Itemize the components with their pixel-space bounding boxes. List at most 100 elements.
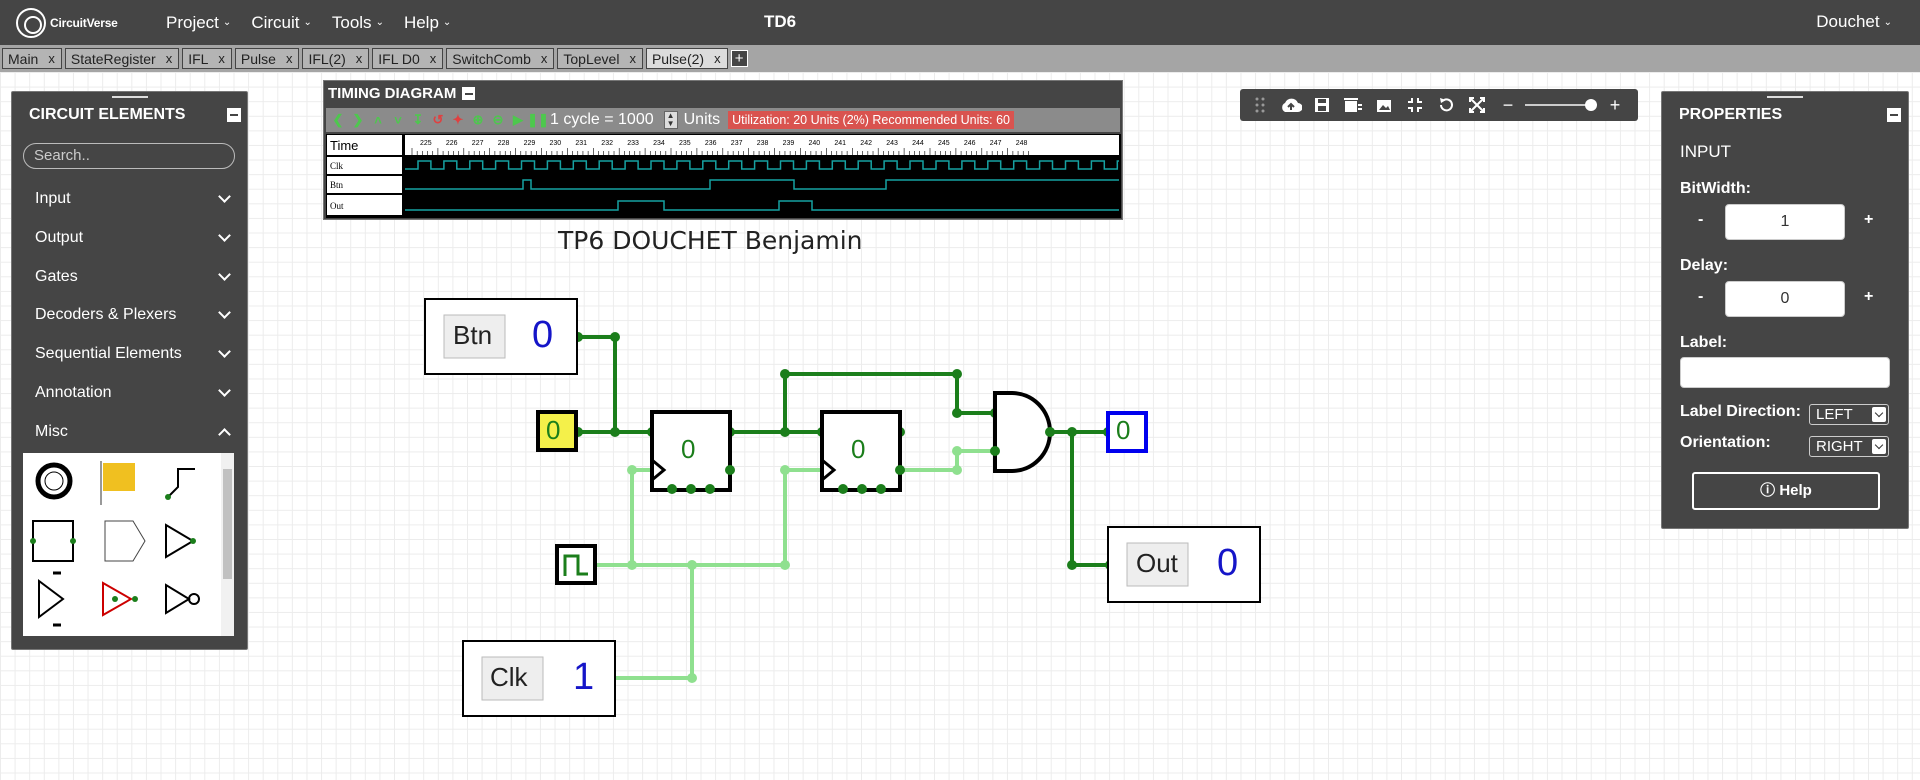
play-icon[interactable]: ▶ bbox=[513, 112, 523, 127]
alu-icon[interactable] bbox=[104, 520, 146, 562]
chevron-left-icon[interactable]: ❮ bbox=[332, 112, 344, 127]
align-center-icon[interactable] bbox=[1404, 94, 1426, 116]
input-value: 0 bbox=[546, 415, 561, 445]
buffer-icon[interactable] bbox=[165, 523, 196, 559]
close-tab-icon[interactable]: x bbox=[218, 51, 225, 66]
time-tick-label: 245 bbox=[938, 140, 950, 147]
delete-icon[interactable] bbox=[1342, 94, 1364, 116]
minimize-icon[interactable] bbox=[1887, 108, 1901, 122]
close-tab-icon[interactable]: x bbox=[165, 51, 173, 66]
minimize-icon[interactable] bbox=[227, 108, 241, 122]
help-button[interactable]: ⓘ Help bbox=[1692, 472, 1880, 510]
output-display[interactable] bbox=[1107, 526, 1261, 603]
close-tab-icon[interactable]: x bbox=[285, 51, 293, 66]
label-direction-select[interactable]: LEFT bbox=[1809, 404, 1889, 425]
close-tab-icon[interactable]: x bbox=[714, 51, 721, 66]
drag-handle-icon[interactable] bbox=[1249, 94, 1271, 116]
not-gate-icon[interactable] bbox=[165, 583, 200, 615]
logo[interactable]: CircuitVerse bbox=[16, 7, 150, 38]
image-icon[interactable] bbox=[1373, 94, 1395, 116]
fullscreen-icon[interactable] bbox=[1466, 94, 1488, 116]
menu-project[interactable]: Project⌄ bbox=[166, 13, 231, 33]
close-tab-icon[interactable]: x bbox=[540, 51, 548, 66]
zoom-in-icon[interactable]: ⊕ bbox=[472, 112, 484, 127]
category-sequential[interactable]: Sequential Elements bbox=[35, 345, 235, 363]
project-name[interactable]: TD6 bbox=[764, 12, 797, 31]
chevron-down-icon bbox=[218, 306, 231, 319]
add-tab-button[interactable]: + bbox=[730, 50, 748, 67]
undo-icon[interactable] bbox=[1435, 94, 1457, 116]
menu-tools[interactable]: Tools⌄ bbox=[332, 13, 384, 33]
reset-icon[interactable]: ↺ bbox=[432, 112, 444, 127]
zoom-slider[interactable] bbox=[1525, 98, 1597, 112]
drag-handle[interactable] bbox=[111, 96, 148, 98]
tab-ifl-2[interactable]: IFL(2)x bbox=[302, 48, 370, 69]
tristate-icon[interactable] bbox=[38, 571, 65, 627]
category-input[interactable]: Input bbox=[35, 190, 235, 208]
chevron-down-icon bbox=[1872, 407, 1886, 422]
output-probe[interactable] bbox=[1106, 411, 1148, 453]
clock-input[interactable] bbox=[462, 640, 616, 717]
category-output[interactable]: Output bbox=[35, 229, 235, 247]
orientation-select[interactable]: RIGHT bbox=[1809, 436, 1889, 457]
tab-pulse-2[interactable]: Pulse(2) x bbox=[645, 48, 728, 69]
magic-wand-icon[interactable]: ✦ bbox=[452, 112, 464, 127]
cycle-units-spinner[interactable]: ▲▼ bbox=[663, 111, 678, 129]
bitwidth-increment[interactable]: + bbox=[1864, 211, 1874, 228]
search-input[interactable]: Search.. bbox=[23, 143, 235, 169]
bitwidth-input[interactable]: 1 bbox=[1725, 204, 1845, 240]
chevron-down-icon[interactable]: ˅ bbox=[394, 112, 402, 128]
time-tick-label: 227 bbox=[472, 140, 484, 147]
d-flip-flop-1[interactable] bbox=[650, 410, 732, 492]
zoom-out-icon[interactable]: ⊖ bbox=[492, 112, 504, 127]
menu-circuit[interactable]: Circuit⌄ bbox=[251, 13, 312, 33]
delay-decrement[interactable]: - bbox=[1698, 288, 1704, 305]
zoom-in-icon[interactable]: + bbox=[1609, 94, 1621, 115]
category-annotation[interactable]: Annotation bbox=[35, 384, 235, 402]
subcircuit-icon[interactable] bbox=[30, 520, 76, 562]
minimize-icon[interactable] bbox=[462, 87, 476, 100]
tab-label: Pulse(2) bbox=[651, 50, 705, 67]
pause-icon[interactable]: ❚❚ bbox=[527, 112, 549, 127]
misc-scrollbar[interactable] bbox=[221, 453, 234, 636]
category-misc[interactable]: Misc bbox=[35, 423, 235, 441]
download-icon[interactable]: ↧ bbox=[412, 112, 424, 127]
selected-input[interactable] bbox=[536, 410, 578, 452]
user-menu[interactable]: Douchet⌄ bbox=[1816, 12, 1892, 32]
close-tab-icon[interactable]: x bbox=[355, 51, 363, 66]
chevron-right-icon[interactable]: ❯ bbox=[352, 112, 364, 127]
d-flip-flop-2[interactable] bbox=[820, 410, 902, 492]
power-icon[interactable] bbox=[35, 462, 73, 500]
splitter-icon[interactable] bbox=[165, 468, 195, 500]
category-decoders[interactable]: Decoders & Plexers bbox=[35, 306, 235, 324]
drag-handle[interactable] bbox=[1767, 96, 1803, 98]
zoom-slider-thumb[interactable] bbox=[1585, 99, 1597, 111]
delay-input[interactable]: 0 bbox=[1725, 281, 1845, 317]
label-input[interactable] bbox=[1680, 357, 1890, 388]
close-tab-icon[interactable]: x bbox=[629, 51, 636, 66]
cloud-upload-icon[interactable] bbox=[1280, 94, 1302, 116]
chevron-up-icon[interactable]: ˄ bbox=[374, 112, 382, 128]
save-icon[interactable] bbox=[1311, 94, 1333, 116]
close-tab-icon[interactable]: x bbox=[429, 51, 437, 66]
btn-input[interactable] bbox=[424, 298, 578, 375]
menu-help[interactable]: Help⌄ bbox=[404, 13, 451, 33]
delay-increment[interactable]: + bbox=[1864, 288, 1874, 305]
category-gates[interactable]: Gates bbox=[35, 268, 235, 286]
bitwidth-decrement[interactable]: - bbox=[1698, 211, 1704, 228]
controlled-inverter-icon[interactable] bbox=[102, 581, 138, 617]
clock-source[interactable] bbox=[555, 544, 597, 585]
close-tab-icon[interactable]: x bbox=[48, 51, 55, 66]
flag-icon[interactable] bbox=[100, 461, 135, 505]
and-gate[interactable] bbox=[993, 391, 1052, 473]
scrollbar-thumb[interactable] bbox=[223, 469, 232, 579]
zoom-out-icon[interactable]: − bbox=[1502, 94, 1514, 115]
